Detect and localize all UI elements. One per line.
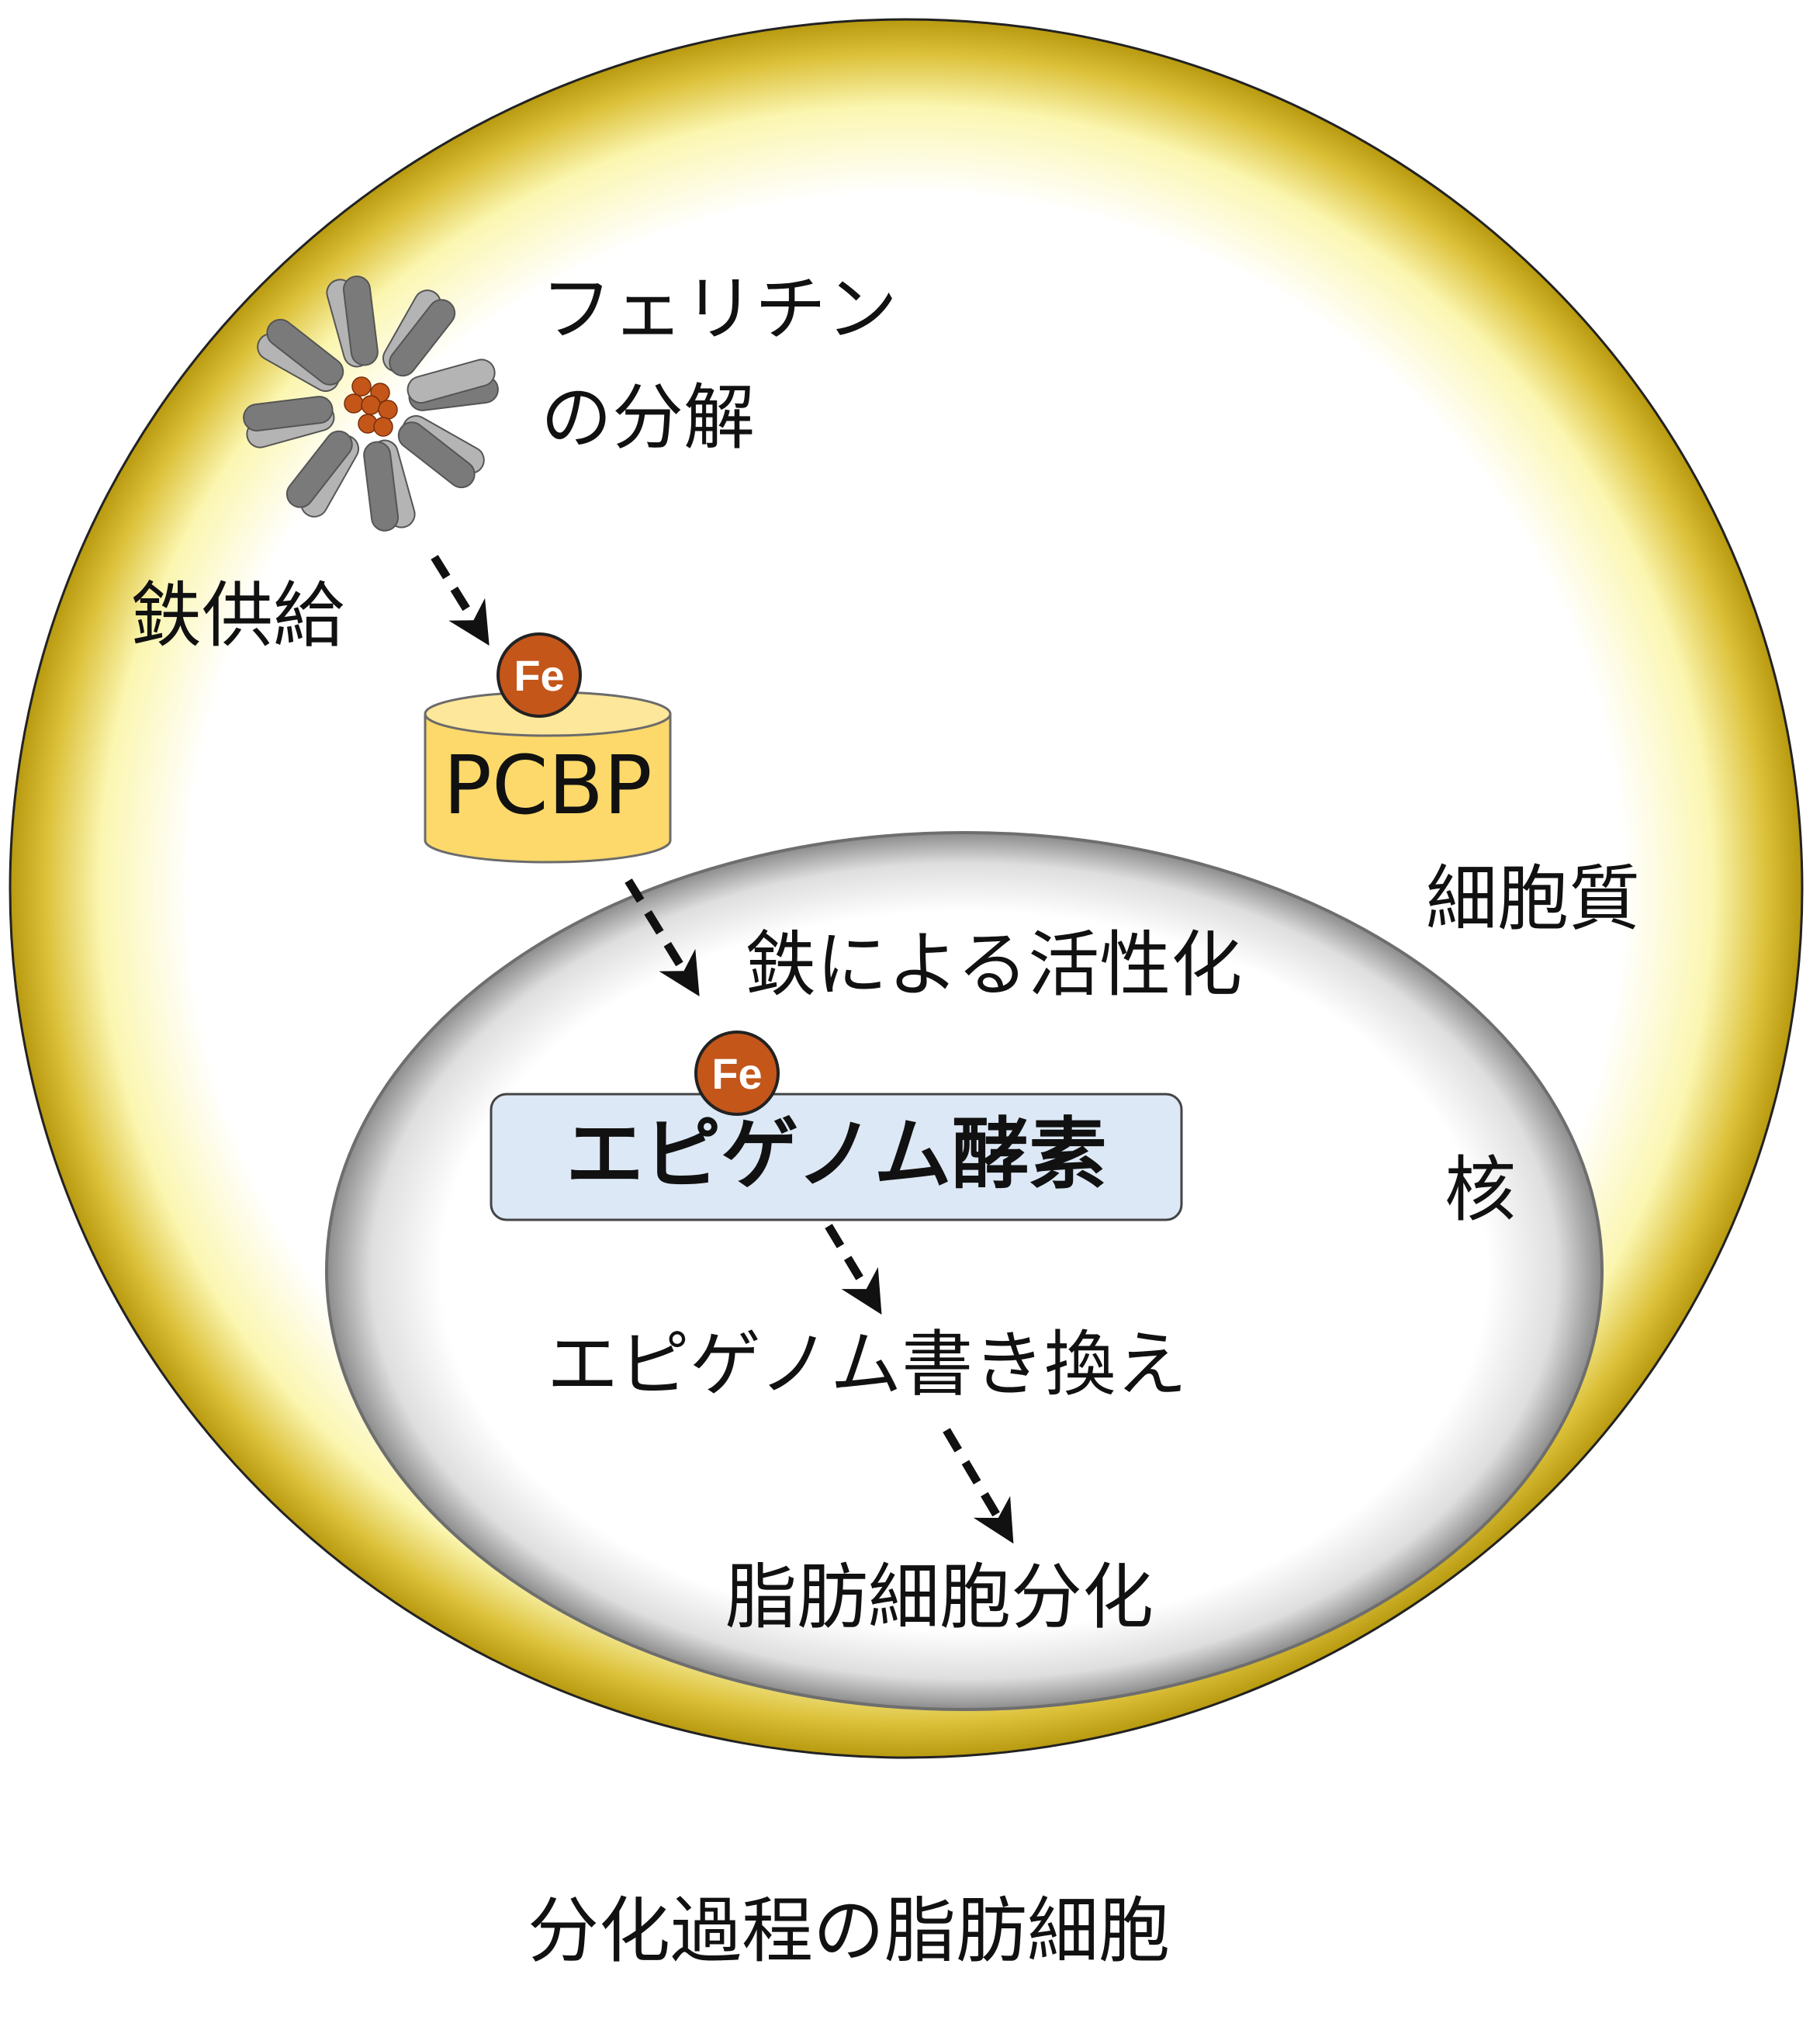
epigenome-enzyme-box — [490, 1093, 1183, 1221]
ferritin-label-line1: フェリチン — [541, 268, 898, 351]
cytoplasm-label: 細胞質 — [1426, 857, 1640, 940]
ferritin-subunit — [363, 441, 400, 532]
pcbp-protein: PCBP — [424, 691, 672, 864]
ferritin-iron-dot — [344, 393, 364, 414]
adipocyte-differentiation-label: 脂肪細胞分化 — [725, 1556, 1154, 1639]
nucleus-label: 核 — [1445, 1148, 1516, 1231]
iron-activation-label: 鉄による活性化 — [745, 923, 1242, 1006]
epigenome-rewrite-label: エピゲノム書き換え — [547, 1323, 1187, 1406]
fe-label-pcbp: Fe — [514, 651, 564, 700]
epigenome-enzyme-label: エピゲノム酵素 — [566, 1109, 1107, 1200]
arrow-ferritin-to-pcbp — [431, 555, 490, 646]
ferritin-iron-dot — [373, 417, 393, 437]
ferritin-subunit — [407, 359, 496, 404]
ferritin-iron-dot — [351, 376, 372, 397]
fe-label-enzyme: Fe — [711, 1049, 762, 1098]
ferritin-iron-dot — [361, 395, 381, 415]
pcbp-label: PCBP — [443, 738, 652, 833]
ferritin-subunit — [342, 275, 379, 366]
nucleus — [325, 831, 1604, 1711]
ferritin-iron-dot — [378, 400, 398, 420]
ferritin-subunit — [266, 318, 344, 386]
fe-atom-enzyme: Fe — [694, 1031, 780, 1116]
ferritin-subunit — [397, 421, 476, 489]
ferritin-label-line2: の分解 — [541, 376, 755, 459]
ferritin-subunit — [285, 430, 353, 508]
ferritin-icon — [243, 275, 499, 532]
arrow-pcbp-to-enzyme — [625, 878, 700, 997]
ferritin-subunit — [389, 299, 456, 377]
arrow-rewrite-to-differentiation — [943, 1428, 1014, 1544]
arrow-enzyme-to-rewrite — [825, 1224, 882, 1315]
ferritin-subunit — [243, 396, 334, 432]
fe-atom-pcbp: Fe — [497, 632, 582, 718]
caption: 分化過程の脂肪細胞 — [528, 1890, 1170, 1973]
iron-supply-label: 鉄供給 — [130, 574, 344, 657]
